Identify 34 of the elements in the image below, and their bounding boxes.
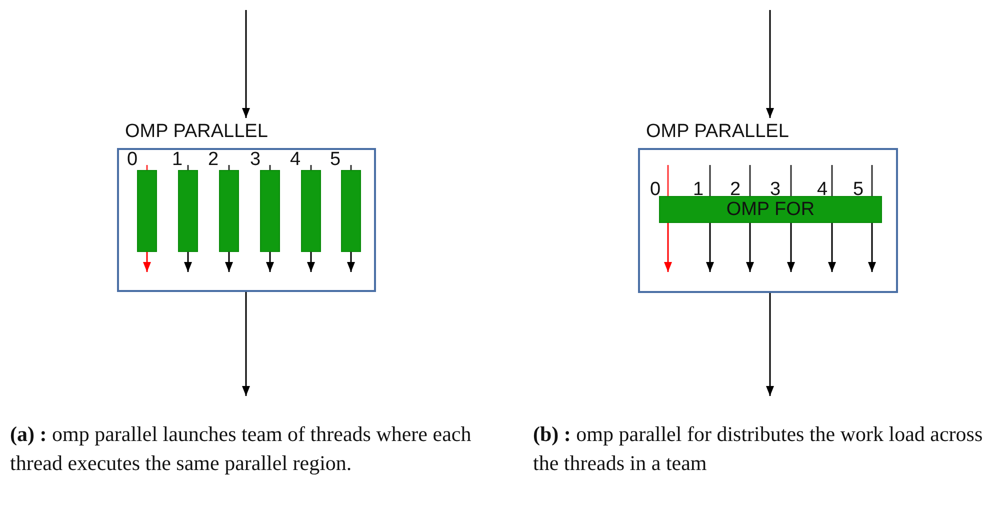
figure-caption: (b) : omp parallel for distributes the work load across the threads in a team — [533, 421, 984, 477]
region-heading: OMP PARALLEL — [646, 121, 789, 143]
arrow — [266, 252, 274, 272]
arrow — [746, 223, 754, 272]
arrow — [868, 223, 876, 272]
thread-bar — [219, 170, 239, 252]
arrow — [307, 252, 315, 272]
arrow — [706, 223, 714, 272]
arrow — [766, 10, 774, 118]
thread-number: 5 — [330, 150, 341, 170]
thread-bar — [341, 170, 361, 252]
work-sharing-bar: OMP FOR — [659, 196, 882, 223]
thread-bar — [260, 170, 280, 252]
thread-number: 0 — [650, 180, 661, 200]
thread-number: 2 — [208, 150, 219, 170]
arrow — [242, 292, 250, 396]
thread-bar — [178, 170, 198, 252]
arrow — [766, 293, 774, 396]
region-heading: OMP PARALLEL — [125, 121, 268, 143]
thread-number: 0 — [127, 150, 138, 170]
arrow — [347, 252, 355, 272]
thread-bar — [137, 170, 157, 252]
thread-bar — [301, 170, 321, 252]
arrow — [143, 252, 151, 272]
thread-number: 4 — [290, 150, 301, 170]
arrow — [787, 223, 795, 272]
arrow — [184, 252, 192, 272]
arrow — [828, 223, 836, 272]
arrow — [664, 223, 672, 272]
figure-caption: (a) : omp parallel launches team of threads where each thread executes the same parallel region. — [10, 421, 472, 477]
thread-number: 3 — [250, 150, 261, 170]
thread-number: 1 — [172, 150, 183, 170]
arrow — [242, 10, 250, 118]
arrow — [225, 252, 233, 272]
